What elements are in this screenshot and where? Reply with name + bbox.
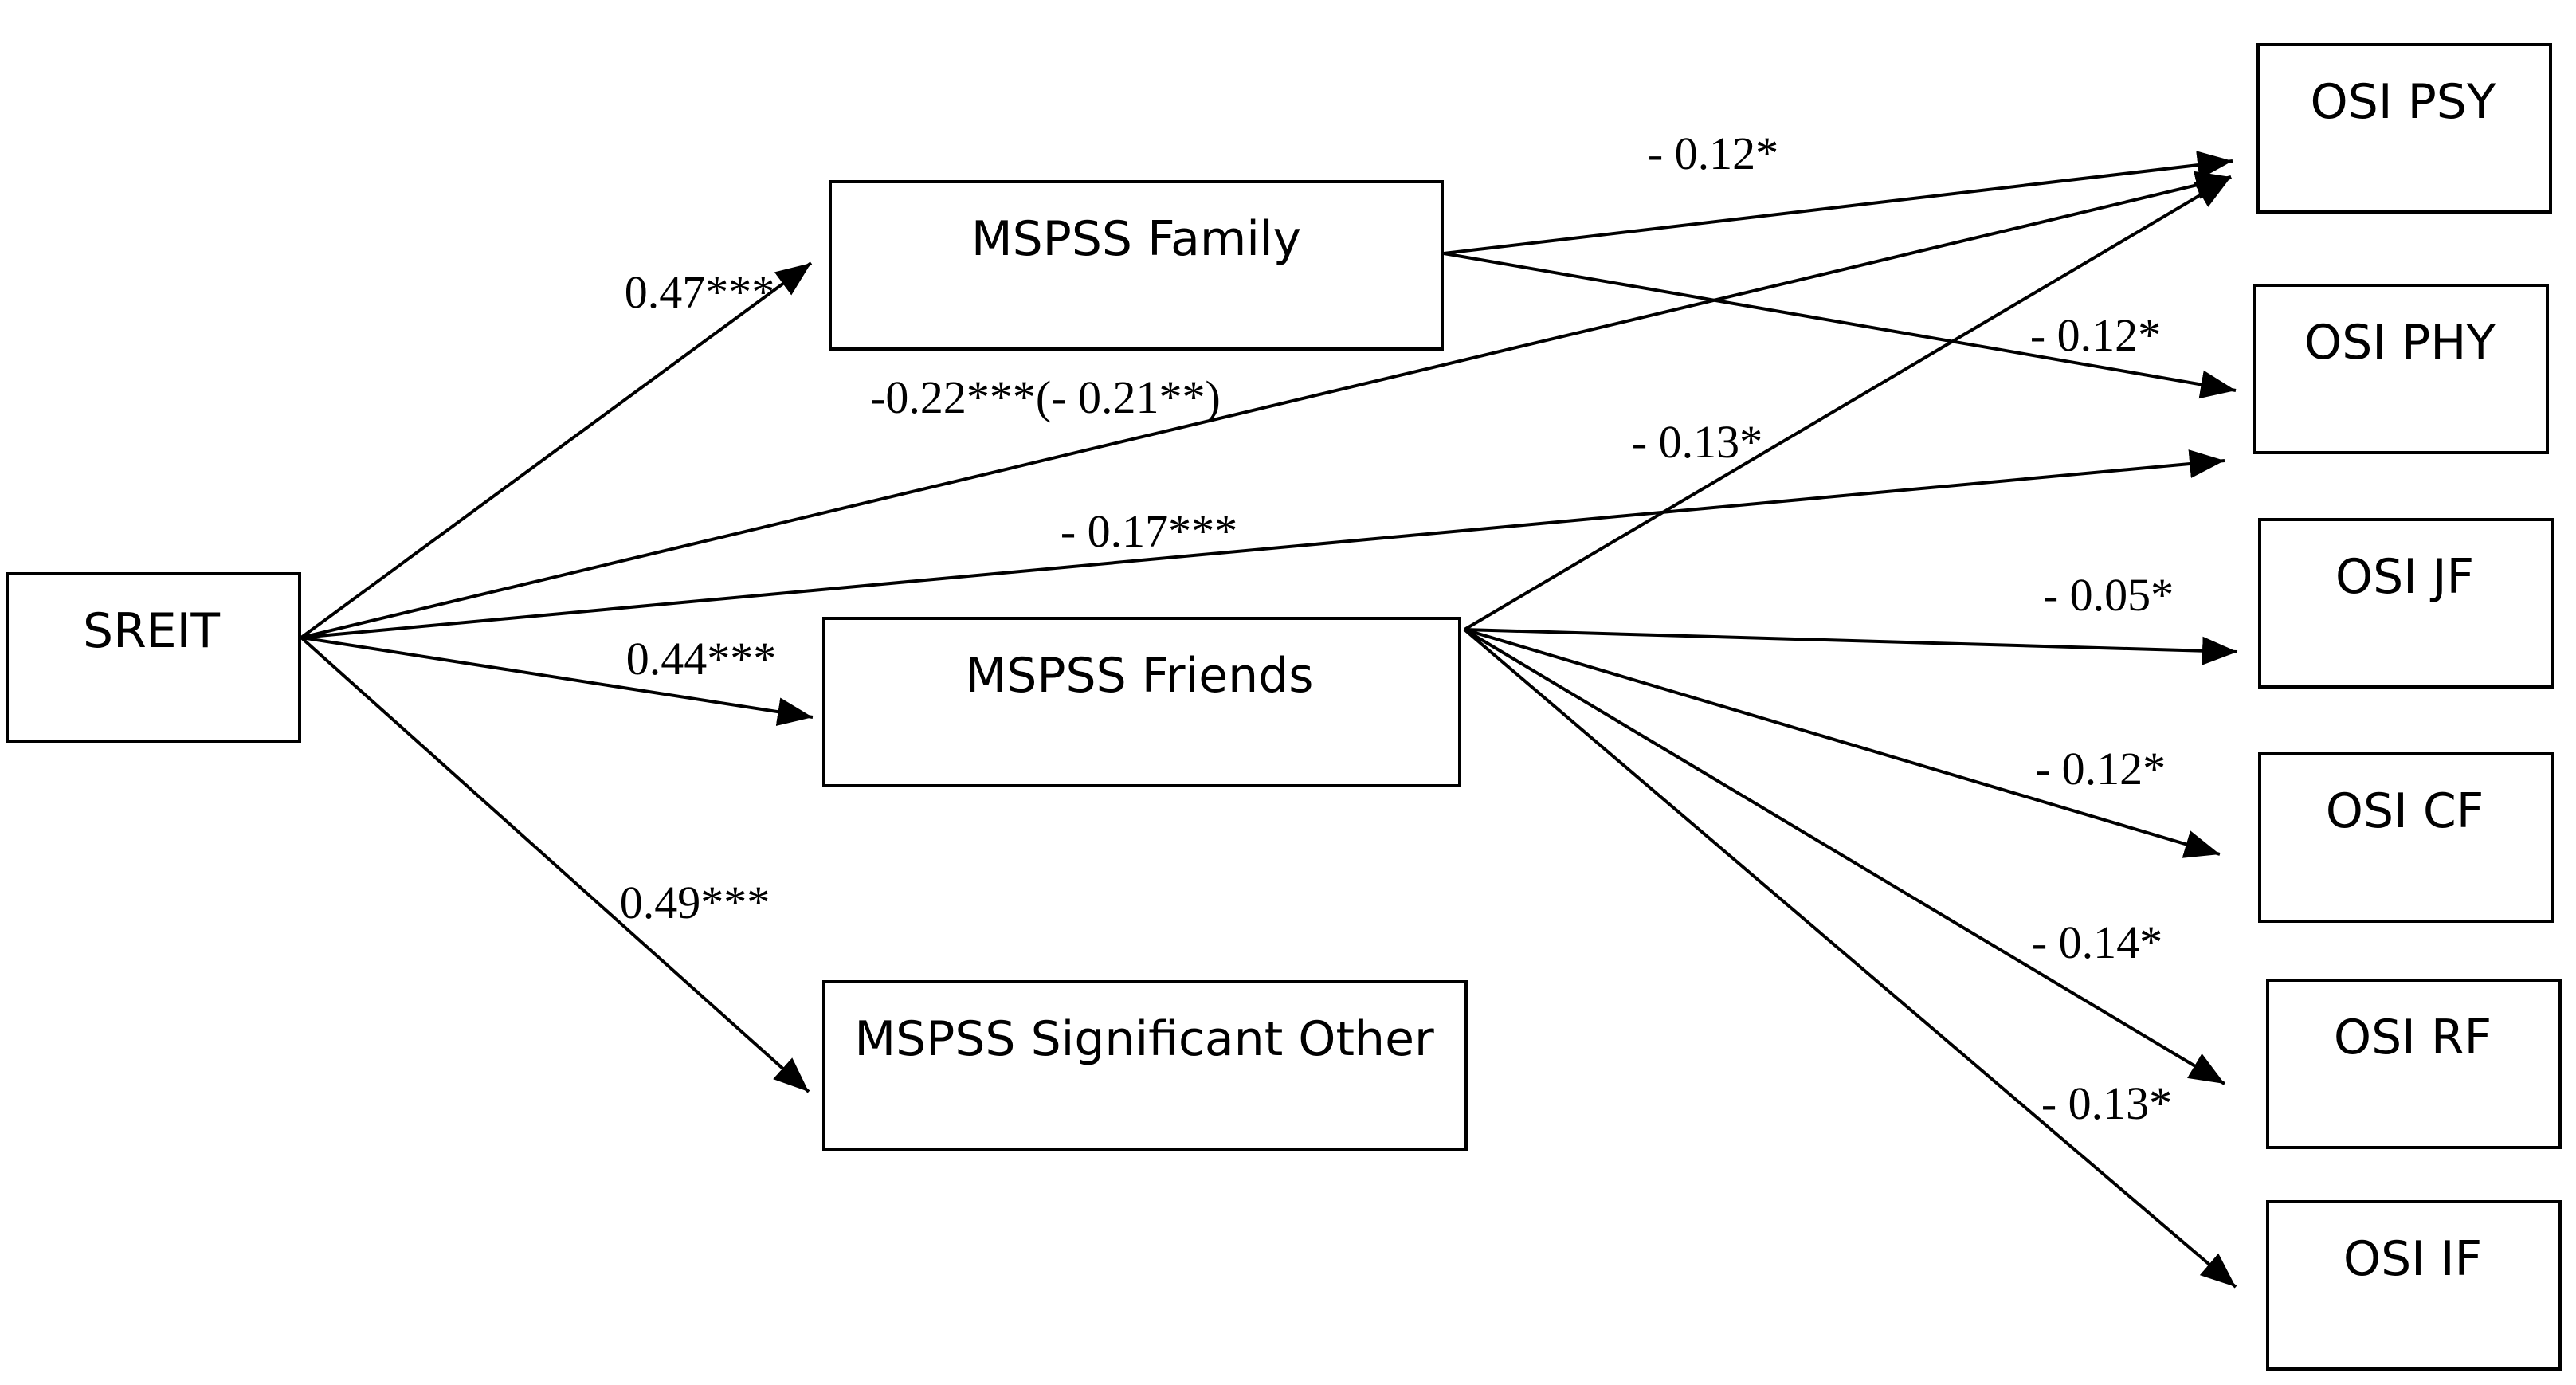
- node-box-osi-if: [2266, 1200, 2562, 1371]
- node-label-mspss-family: MSPSS Family: [971, 211, 1301, 267]
- node-label-osi-if: OSI IF: [2343, 1231, 2482, 1287]
- node-osi-if: OSI IF: [2266, 1200, 2562, 1371]
- node-osi-jf: OSI JF: [2258, 518, 2554, 689]
- edge-friends-osi-cf: [1464, 628, 2221, 858]
- edge-label-sreit-family: 0.47***: [625, 266, 775, 318]
- edge-sreit-family: [300, 261, 813, 639]
- edge-label-sreit-osi-psy: -0.22***(- 0.21**): [870, 371, 1221, 423]
- edges-layer: [300, 151, 2238, 1289]
- edge-sreit-significant-other: [300, 636, 810, 1093]
- edge-label-family-osi-psy: - 0.12*: [1648, 128, 1778, 179]
- edge-sreit-osi-psy: [300, 171, 2232, 639]
- node-label-osi-rf: OSI RF: [2334, 1010, 2492, 1065]
- edge-label-sreit-osi-phy: - 0.17***: [1061, 505, 1237, 557]
- edge-friends-osi-if: [1463, 628, 2237, 1289]
- edge-friends-osi-rf: [1463, 628, 2226, 1085]
- node-mspss-family: MSPSS Family: [829, 180, 1444, 351]
- edge-labels-layer: 0.47*** 0.44*** 0.49*** -0.22***(- 0.21*…: [620, 128, 2174, 1129]
- edge-label-friends-osi-psy: - 0.13*: [1632, 416, 1762, 468]
- node-label-osi-phy: OSI PHY: [2304, 315, 2496, 371]
- node-box-osi-phy: [2253, 284, 2549, 454]
- node-osi-phy: OSI PHY: [2253, 284, 2549, 454]
- edge-family-osi-phy: [1443, 252, 2237, 399]
- node-mspss-significant-other: MSPSS Significant Other: [822, 980, 1468, 1151]
- node-label-osi-cf: OSI CF: [2326, 783, 2484, 839]
- node-box-mspss-friends: [822, 617, 1461, 787]
- edge-family-osi-psy: [1443, 151, 2233, 255]
- edge-label-friends-osi-rf: - 0.14*: [2032, 916, 2162, 968]
- edge-label-friends-osi-if: - 0.13*: [2041, 1077, 2172, 1129]
- node-mspss-friends: MSPSS Friends: [822, 617, 1461, 787]
- edge-label-sreit-friends: 0.44***: [626, 633, 777, 685]
- node-label-mspss-significant-other: MSPSS Significant Other: [854, 1011, 1434, 1067]
- node-osi-rf: OSI RF: [2266, 979, 2562, 1149]
- node-osi-cf: OSI CF: [2258, 752, 2554, 923]
- edge-sreit-friends: [300, 636, 814, 727]
- node-box-osi-psy: [2256, 43, 2552, 214]
- edge-label-family-osi-phy: - 0.12*: [2030, 309, 2161, 361]
- node-label-mspss-friends: MSPSS Friends: [965, 648, 1313, 704]
- node-label-sreit: SREIT: [83, 603, 220, 659]
- node-box-osi-jf: [2258, 518, 2554, 689]
- node-osi-psy: OSI PSY: [2256, 43, 2552, 214]
- node-box-mspss-significant-other: [822, 980, 1468, 1151]
- node-box-osi-rf: [2266, 979, 2562, 1149]
- edge-friends-osi-psy: [1463, 175, 2233, 631]
- node-label-osi-jf: OSI JF: [2335, 549, 2474, 605]
- edge-sreit-osi-phy: [300, 449, 2225, 639]
- edge-label-friends-osi-cf: - 0.12*: [2035, 743, 2166, 795]
- node-sreit: SREIT: [6, 572, 301, 743]
- node-label-osi-psy: OSI PSY: [2311, 74, 2496, 130]
- nodes-layer: SREIT MSPSS Family MSPSS Friends MSPSS S…: [6, 43, 2562, 1371]
- edge-label-sreit-significant-other: 0.49***: [620, 877, 770, 928]
- node-box-mspss-family: [829, 180, 1444, 351]
- edge-label-friends-osi-jf: - 0.05*: [2043, 569, 2174, 621]
- node-box-sreit: [6, 572, 301, 743]
- edge-friends-osi-jf: [1464, 628, 2238, 665]
- node-box-osi-cf: [2258, 752, 2554, 923]
